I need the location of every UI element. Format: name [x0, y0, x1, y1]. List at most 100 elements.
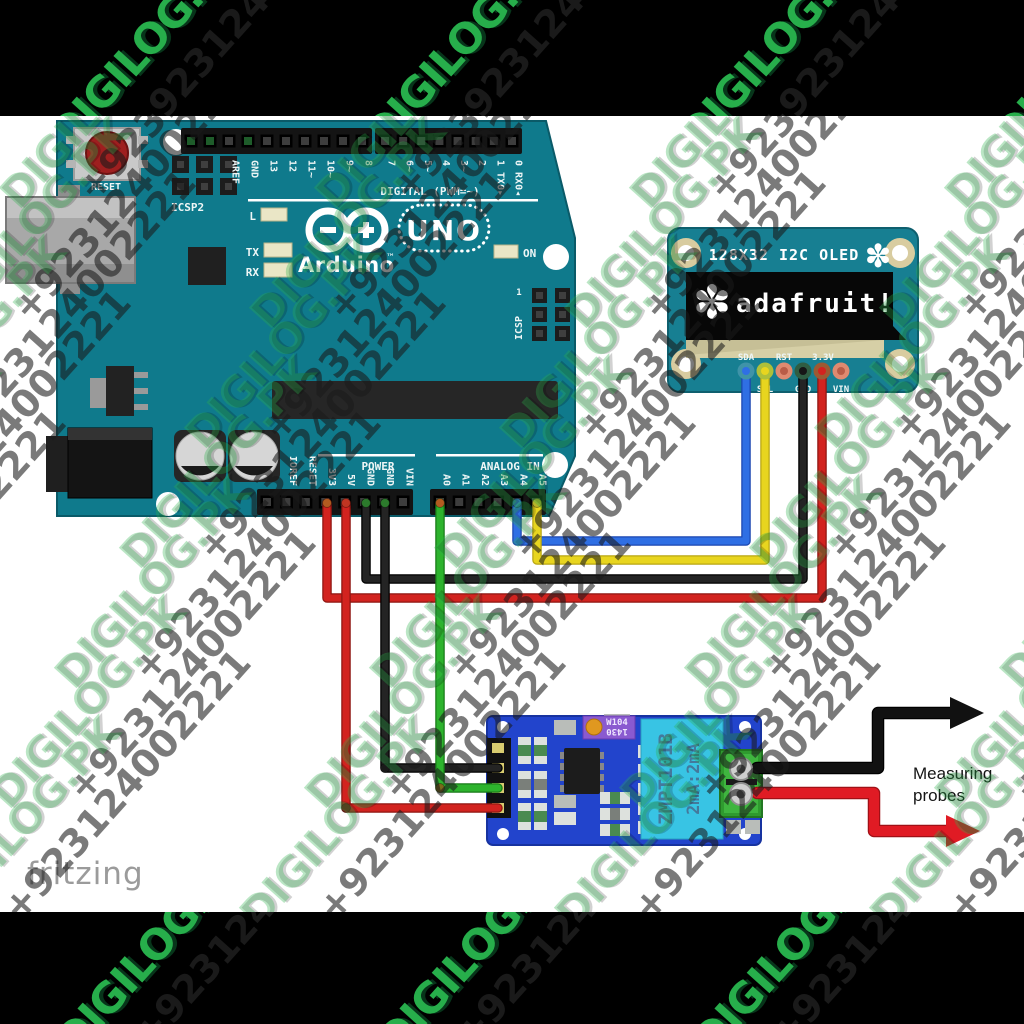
pin-label: A3: [498, 474, 509, 486]
wire-joint: [361, 498, 371, 508]
pin-hole: [507, 137, 516, 145]
oled-pin-label-rst: RST: [776, 353, 793, 363]
capacitor: [228, 430, 280, 482]
power-caption: POWER: [361, 460, 394, 473]
flex-shade: [686, 340, 884, 355]
pin-label: 3~: [458, 160, 469, 172]
pin-hole: [301, 498, 310, 506]
reset-button: [66, 127, 148, 181]
arduino-logo: [305, 207, 389, 253]
pin-hole: [493, 498, 502, 506]
pin-hole: [536, 292, 543, 299]
pin-hole: [453, 137, 462, 145]
pin-label: 9~: [344, 160, 355, 172]
transformer-label: ZMPT101B: [655, 733, 677, 825]
pin-hole: [358, 137, 366, 145]
pin-hole: [381, 137, 389, 145]
digital-caption: DIGITAL (PWM=~): [380, 185, 479, 198]
pin-label: 3V3: [326, 468, 337, 486]
transformer-ratio: 2mA:2mA: [684, 743, 704, 815]
bottom-black-bar: DIGILOG.PK+923124002221DIGILOG.PK+923124…: [0, 912, 1024, 1024]
pin-hole: [225, 137, 233, 145]
pin-strip: [430, 489, 546, 515]
analog-caption: ANALOG IN: [480, 460, 540, 473]
watermark-cluster: DIGILOG.PK+923124002221: [670, 0, 1015, 116]
wire-3v3-to-oled-3v3: [322, 369, 827, 603]
watermark-cluster: DIGILOG.PK+923124002221: [40, 0, 385, 116]
pin-label: 8: [363, 160, 374, 166]
watermark-cluster: DIGILOG.PK+923124002221: [368, 912, 713, 1024]
terminal-screws: [729, 757, 753, 806]
usb-connector: [5, 185, 136, 294]
mounting-hole: [543, 244, 569, 270]
probe-wire-red-arrowhead: [946, 815, 980, 847]
silk-line: [318, 454, 415, 457]
pin-hole: [339, 137, 347, 145]
zmpt101b-module: W104 1430 ZMPT101B 2mA:2mA: [486, 714, 763, 846]
watermark-cluster: DIGILOG.PK+923124002221: [355, 0, 700, 116]
icsp2-header: [172, 156, 237, 195]
pin-hole: [187, 137, 195, 145]
mounting-hole: [156, 492, 180, 516]
wire-joint: [435, 498, 445, 508]
silk-line: [436, 454, 543, 457]
chip: [188, 247, 226, 285]
pin-hole: [489, 137, 498, 145]
voltage-regulator: [90, 366, 148, 416]
pin-label: 2: [476, 160, 487, 166]
pin-label: 13: [268, 160, 279, 172]
top-black-bar: DIGILOG.PK+923124002221DIGILOG.PK+923124…: [0, 0, 1024, 116]
silk-line: [248, 199, 538, 202]
pin-label: GND: [384, 468, 395, 486]
pin-label: A5: [537, 474, 548, 486]
pin-hole: [536, 311, 543, 318]
pin-label: 0 RX0◂: [512, 160, 523, 196]
pin-label: A2: [479, 474, 490, 486]
pin-label: GND: [249, 160, 260, 178]
oled-screen: [686, 272, 906, 340]
icsp-label: ICSP: [514, 316, 525, 340]
tx-label: TX: [246, 246, 260, 259]
probe-label-line2: probes: [913, 786, 965, 805]
tx-led: [263, 242, 293, 258]
pin-label: 7: [386, 160, 397, 166]
pin-hole: [559, 311, 566, 318]
oled-module: 128X32 I2C OLED ✽ ✽ adafruit! SDA RST 3.…: [667, 227, 919, 395]
icsp-pin1-label: 1: [516, 288, 521, 298]
pin-hole: [399, 137, 408, 145]
pin-hole: [471, 137, 480, 145]
pin-label: 4: [440, 160, 451, 166]
power-jack: [46, 427, 153, 499]
l-led-label: L: [249, 210, 256, 223]
op-amp-ic: [560, 748, 604, 794]
wire-joint: [435, 783, 445, 793]
oled-pin-label-33v: 3.3V: [812, 353, 834, 363]
on-label: ON: [523, 247, 536, 260]
wire-joints: [322, 498, 542, 813]
watermark-cluster: DIGILOG.PK+923124002221: [46, 912, 391, 1024]
pin-label: A1: [460, 474, 471, 486]
atmega-ic: [272, 381, 558, 419]
watermark-brand: DIGILOG.PK: [985, 0, 1024, 116]
pin-hole: [559, 330, 566, 337]
wire-gnd-to-oled-gnd: [361, 369, 808, 584]
zmpt-pin-hole: [492, 743, 504, 753]
pin-label: RESET: [306, 456, 317, 486]
pin-strip: [375, 128, 522, 154]
pin-hole: [435, 137, 444, 145]
pin-label: IOREF: [287, 456, 298, 486]
trimmer-pot: W104 1430: [582, 715, 636, 740]
wire-joint: [512, 498, 522, 508]
pin-label: AREF: [230, 160, 241, 184]
probe-wire-red: [750, 786, 980, 847]
pin-hole: [177, 161, 184, 168]
pin-hole: [177, 183, 184, 190]
oled-title: 128X32 I2C OLED: [709, 246, 859, 264]
adafruit-flower-icon: ✽: [865, 237, 892, 275]
pin-hole: [201, 161, 208, 168]
pin-label: A4: [517, 474, 528, 486]
pin-headers: [181, 128, 546, 515]
oled-pin-label-sda: SDA: [738, 353, 755, 363]
